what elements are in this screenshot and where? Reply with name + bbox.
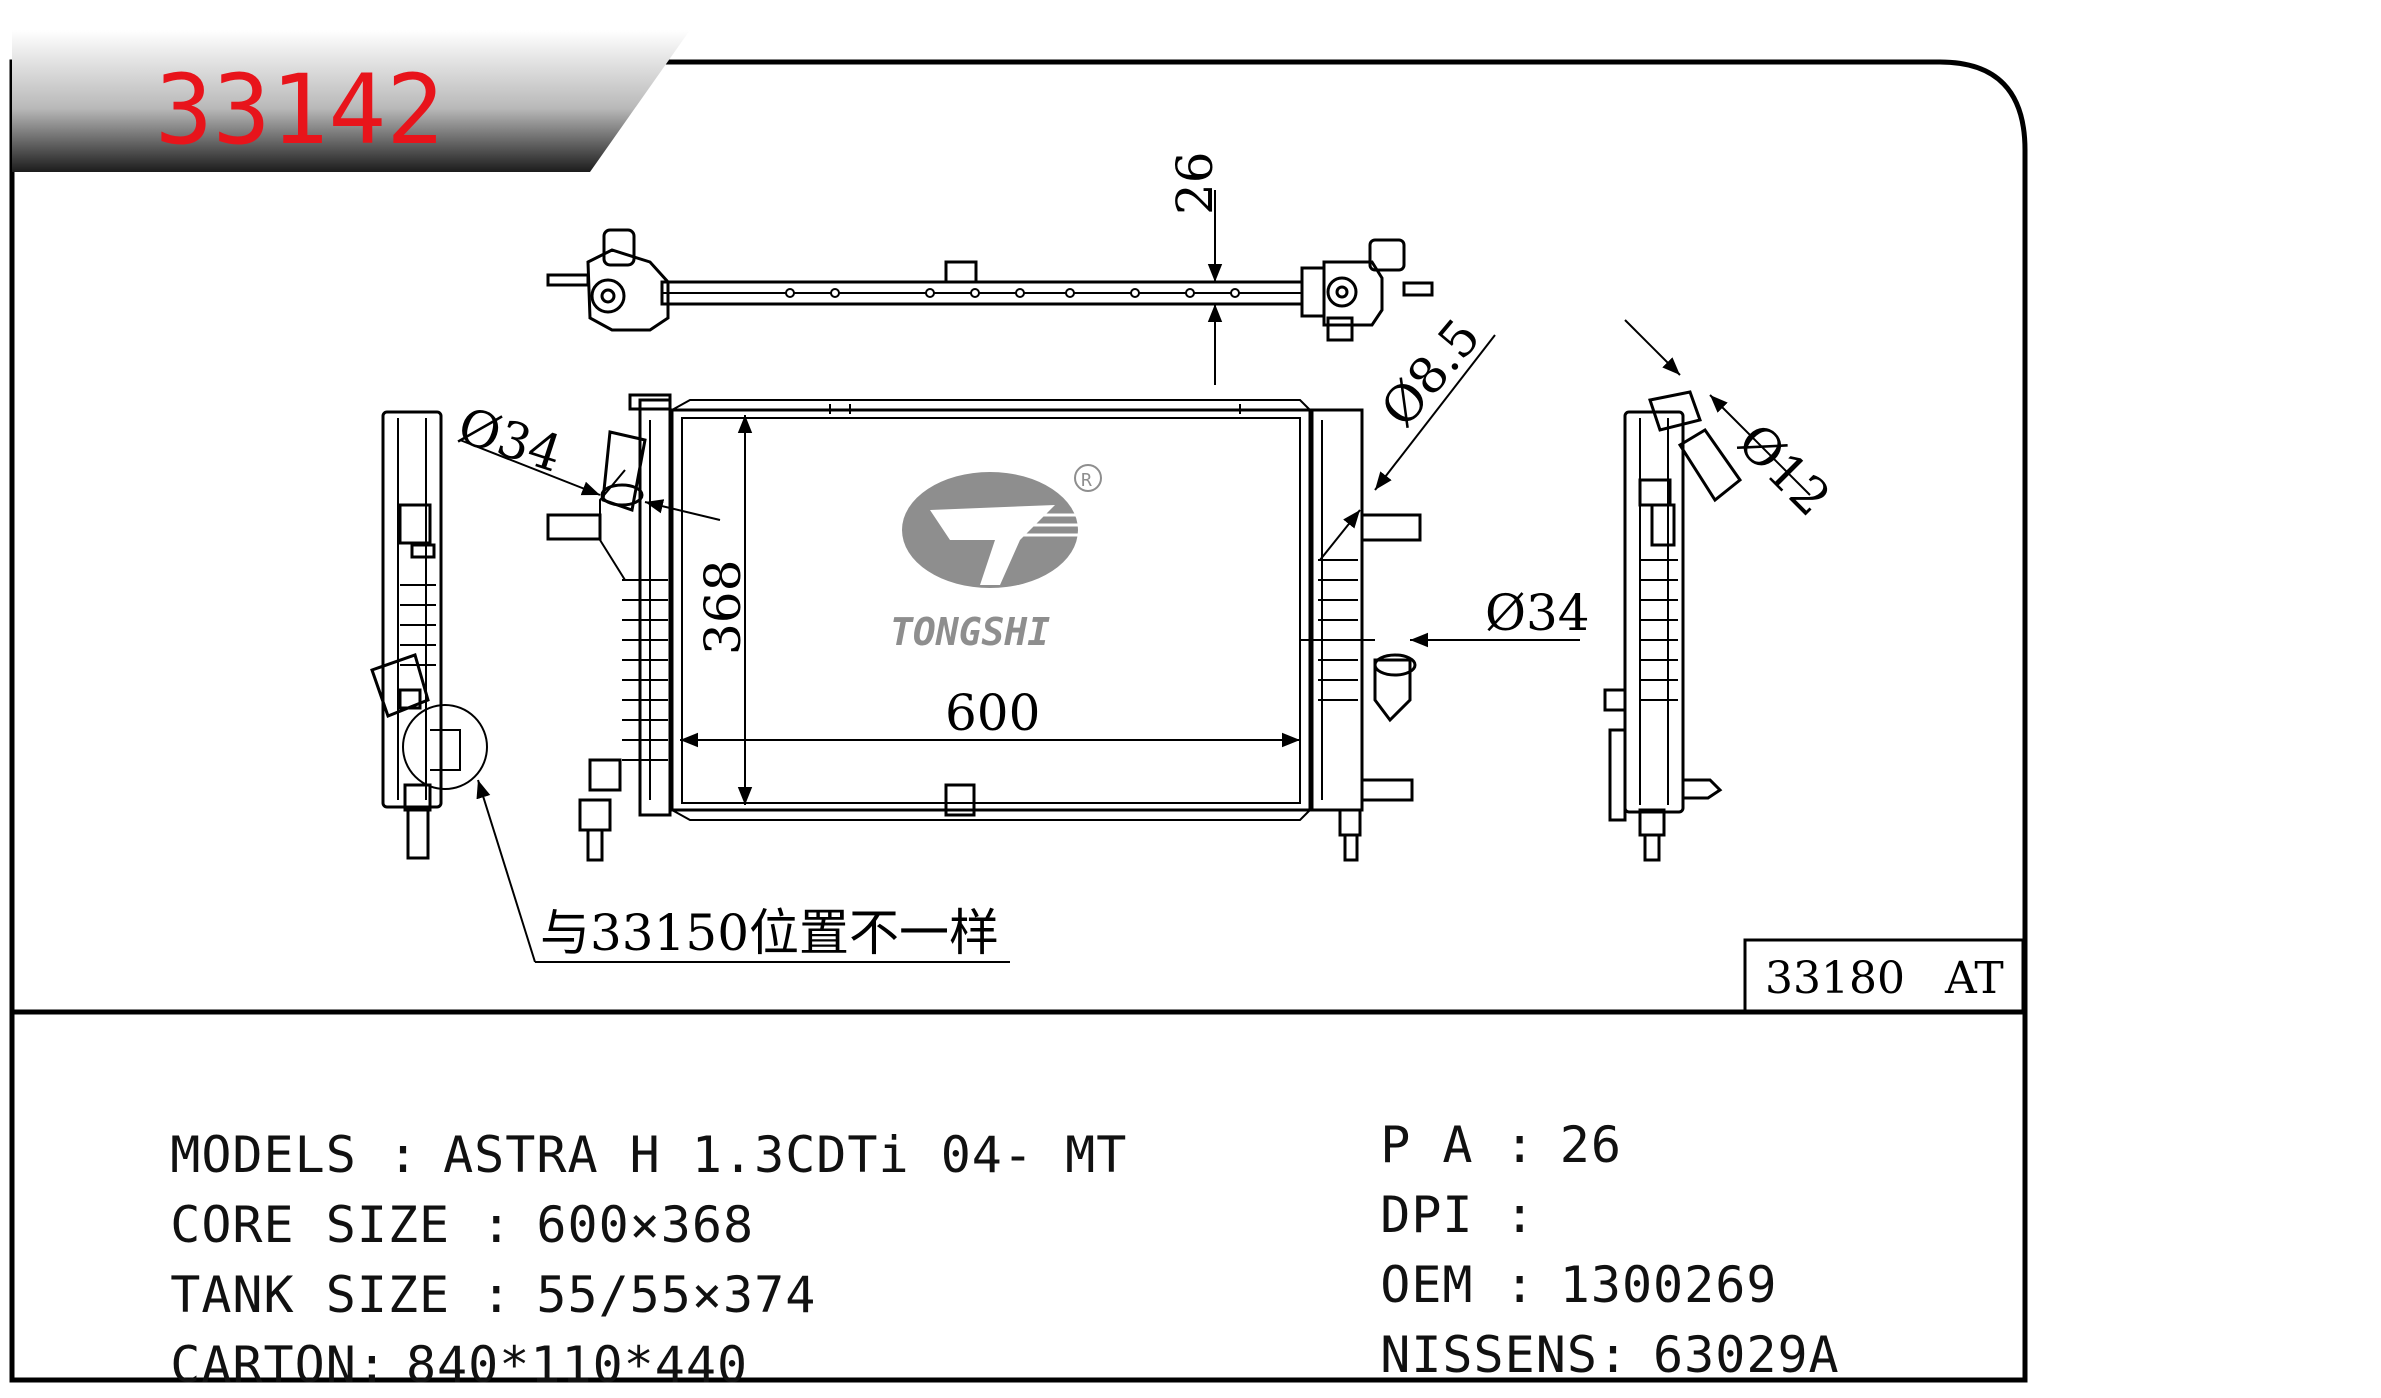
spec-label: P A (1380, 1116, 1474, 1174)
part-number-banner (12, 30, 690, 172)
reference-box (1743, 938, 2025, 1014)
dim-inlet (459, 439, 721, 521)
part-number: 33142 (155, 54, 444, 166)
left-tank (546, 393, 672, 862)
logo-text: TONGSHI (890, 610, 1050, 654)
note-leader (476, 779, 536, 963)
spec-sep: : (1473, 1186, 1536, 1244)
dim-top-label: 26 (1166, 151, 1224, 215)
frame-border (9, 59, 2028, 1383)
spec-value: 600×368 (536, 1196, 755, 1254)
spec-sep: : (1473, 1116, 1536, 1174)
spec-value: 26 (1559, 1116, 1622, 1174)
spec-label: NISSENS (1380, 1326, 1598, 1384)
spec-dpi: DPI : (1318, 1128, 1560, 1244)
spec-core-size: CORE SIZE :600×368 (108, 1138, 754, 1254)
diagram-note: 与33150位置不一样 (540, 904, 999, 962)
spec-label: DPI (1380, 1186, 1474, 1244)
dim-bolt (1319, 334, 1496, 561)
spec-value: 63029A (1653, 1326, 1840, 1384)
reference-code: 33180 (1765, 953, 1905, 1004)
spec-oem: OEM :1300269 (1318, 1198, 1777, 1314)
spec-pa: P A :26 (1318, 1058, 1622, 1174)
spec-value: 1300269 (1559, 1256, 1778, 1314)
spec-sep: : (356, 1336, 388, 1394)
spec-carton: CARTON:840*110*440 (108, 1278, 748, 1394)
tongshi-logo: R TONGSHI (890, 464, 1102, 654)
spec-label: CORE SIZE (170, 1196, 451, 1254)
spec-label: CARTON (170, 1336, 357, 1394)
spec-sep: : (1473, 1256, 1536, 1314)
top-view (546, 228, 1434, 342)
spec-sep: : (450, 1266, 513, 1324)
dim-width-label: 600 (945, 684, 1040, 742)
spec-label: TANK SIZE (170, 1266, 451, 1324)
spec-label: MODELS (170, 1126, 357, 1184)
left-side-view (370, 410, 488, 860)
radiator-core (670, 399, 1312, 821)
spec-sep: : (450, 1196, 513, 1254)
spec-label: OEM (1380, 1256, 1474, 1314)
right-tank (1310, 408, 1422, 862)
dim-outlet-label: Ø34 (1485, 584, 1590, 642)
spec-value: 840*110*440 (405, 1336, 749, 1394)
dim-side (1624, 319, 1811, 496)
spec-value: ASTRA H 1.3CDTi 04- MT (443, 1126, 1128, 1184)
spec-value: 55/55×374 (536, 1266, 817, 1324)
spec-models: MODELS : ASTRA H 1.3CDTi 04- MT (108, 1068, 1127, 1184)
spec-sep: : (356, 1126, 420, 1184)
spec-tank-size: TANK SIZE :55/55×374 (108, 1208, 816, 1324)
dim-height-label: 368 (694, 560, 752, 655)
spec-nissens: NISSENS:63029A (1318, 1268, 1840, 1384)
right-side-view (1603, 390, 1743, 862)
logo-registered-mark: R (1081, 470, 1092, 491)
reference-transmission: AT (1944, 953, 2004, 1004)
dim-inlet-label: Ø34 (451, 396, 568, 483)
spec-sep: : (1597, 1326, 1630, 1384)
